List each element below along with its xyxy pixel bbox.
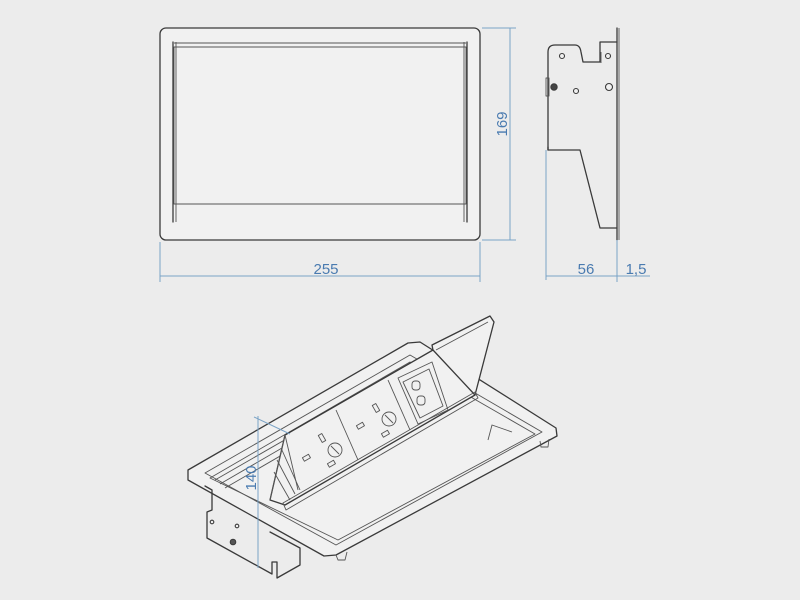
socket-switch-icon (327, 442, 343, 458)
top-view-outer-frame (159, 27, 481, 241)
socket-switch-icon (381, 411, 397, 427)
power-socket-1 (301, 433, 343, 468)
side-view-bracket (547, 41, 618, 229)
mounting-hole (604, 82, 614, 92)
depth-dimension-label: 56 (578, 261, 595, 278)
mounting-hole (558, 52, 566, 60)
height-dimension-label: 169 (494, 111, 511, 136)
rj45-port-icon (411, 380, 421, 391)
top-view: 255 169 (159, 27, 516, 282)
power-socket-2 (355, 403, 397, 438)
data-module (397, 361, 449, 425)
flange-dimension-label: 1,5 (626, 261, 647, 278)
iso-inner-opening (204, 354, 543, 546)
side-view: 56 1,5 (545, 27, 650, 282)
mounting-hole (572, 87, 580, 95)
iso-height-dimension-label: 140 (243, 465, 260, 490)
rj45-port-icon (416, 395, 426, 406)
isometric-view: 140 (187, 315, 558, 579)
width-dimension-label: 255 (313, 261, 338, 278)
mounting-hole (604, 52, 612, 60)
screw-hole (550, 83, 558, 91)
iso-side-bracket (204, 485, 301, 579)
